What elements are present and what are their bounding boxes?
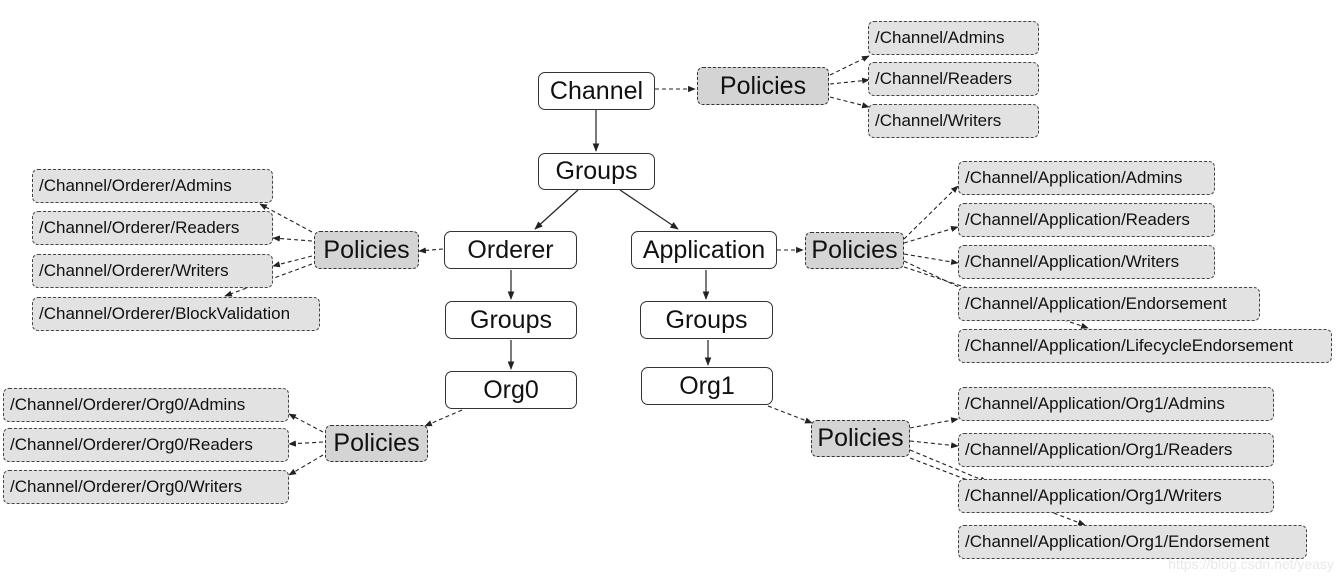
edge-groups-orderer — [534, 189, 579, 230]
org1-writers-leaf: /Channel/Application/Org1/Writers — [958, 479, 1274, 513]
application-readers-leaf: /Channel/Application/Readers — [958, 203, 1215, 237]
org0-admins-leaf: /Channel/Orderer/Org0/Admins — [3, 388, 289, 422]
application-writers-leaf: /Channel/Application/Writers — [958, 245, 1215, 279]
org0-node: Org0 — [445, 371, 577, 409]
edge-o0-writers — [288, 454, 324, 476]
edge-cp-admins — [829, 55, 870, 76]
edge-o0-admins — [288, 413, 324, 433]
application-policies-node: Policies — [805, 232, 904, 269]
edge-ap-admins — [903, 185, 959, 240]
orderer-readers-leaf: /Channel/Orderer/Readers — [32, 211, 273, 245]
edge-op-writers — [272, 255, 313, 268]
org0-policies-node: Policies — [325, 425, 428, 462]
edge-o1-admins — [909, 417, 959, 429]
edge-cp-readers — [829, 77, 870, 85]
orderer-admins-leaf: /Channel/Orderer/Admins — [32, 169, 273, 203]
org1-readers-leaf: /Channel/Application/Org1/Readers — [958, 433, 1274, 467]
orderer-writers-leaf: /Channel/Orderer/Writers — [32, 254, 273, 288]
application-admins-leaf: /Channel/Application/Admins — [958, 161, 1215, 195]
channel-writers-leaf: /Channel/Writers — [868, 104, 1039, 138]
edge-cp-writers — [829, 96, 870, 109]
org1-admins-leaf: /Channel/Application/Org1/Admins — [958, 387, 1274, 421]
edge-o1-readers — [909, 440, 959, 449]
edge-org0-policies — [424, 409, 463, 427]
org1-endorsement-leaf: /Channel/Application/Org1/Endorsement — [958, 525, 1307, 559]
orderer-node: Orderer — [444, 231, 577, 269]
org1-node: Org1 — [641, 367, 773, 405]
channel-groups-node: Groups — [538, 153, 655, 190]
application-lifecycleendorsement-leaf: /Channel/Application/LifecycleEndorsemen… — [958, 329, 1332, 363]
edge-org1-policies — [767, 405, 813, 424]
edge-op-admins — [259, 203, 313, 233]
channel-readers-leaf: /Channel/Readers — [868, 62, 1039, 96]
edge-groups-application — [619, 189, 679, 230]
application-groups-node: Groups — [640, 301, 773, 339]
channel-admins-leaf: /Channel/Admins — [868, 21, 1039, 55]
org0-writers-leaf: /Channel/Orderer/Org0/Writers — [3, 470, 289, 504]
edge-ap-readers — [903, 226, 959, 244]
application-endorsement-leaf: /Channel/Application/Endorsement — [958, 287, 1260, 321]
org1-policies-node: Policies — [811, 420, 910, 457]
channel-node: Channel — [538, 72, 655, 110]
edge-o0-readers — [288, 440, 324, 447]
orderer-blockvalidation-leaf: /Channel/Orderer/BlockValidation — [32, 297, 320, 331]
orderer-policies-node: Policies — [314, 231, 419, 269]
edge-op-readers — [272, 235, 313, 242]
edge-op-blockvalidation — [224, 263, 313, 297]
org0-readers-leaf: /Channel/Orderer/Org0/Readers — [3, 428, 289, 462]
channel-policies-node: Policies — [697, 67, 829, 105]
edge-orderer-policies — [418, 247, 444, 254]
watermark: https://blog.csdn.net/yeasy — [1168, 556, 1334, 572]
orderer-groups-node: Groups — [445, 301, 577, 339]
edge-ap-writers — [903, 253, 959, 265]
application-node: Application — [631, 231, 777, 269]
